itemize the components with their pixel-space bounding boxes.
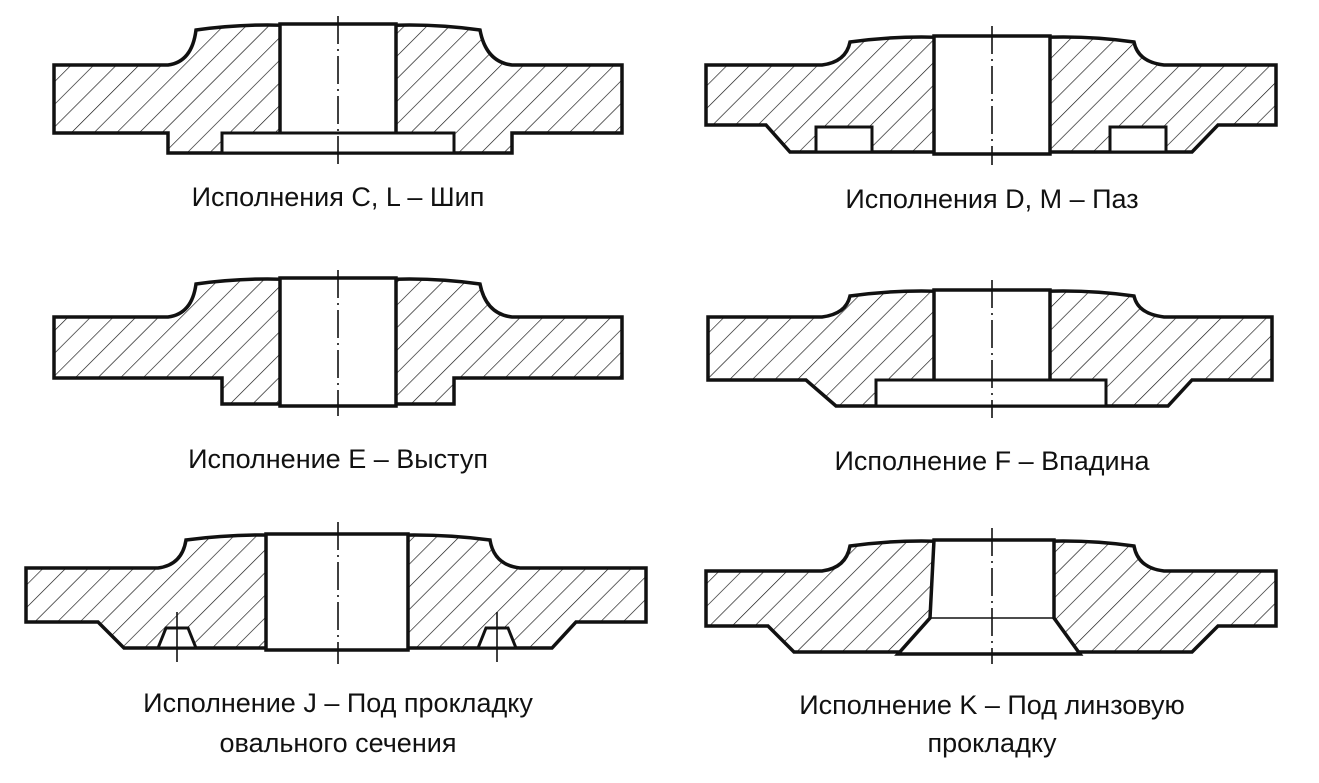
flange-section-groove <box>704 26 1278 165</box>
flange-bore-oval-ring <box>264 532 410 652</box>
caption-lens-line2: прокладку <box>928 728 1057 758</box>
flange-section-recess <box>706 280 1274 418</box>
flange-section-oval-ring <box>24 522 648 664</box>
caption-oval-ring-line2: овального сечения <box>220 728 457 758</box>
caption-groove: Исполнения D, M – Паз <box>845 184 1138 214</box>
flange-section-tongue <box>52 16 624 165</box>
groove-right <box>1108 125 1168 154</box>
caption-raised-face: Исполнение E – Выступ <box>188 444 488 474</box>
groove-left <box>814 125 874 154</box>
caption-recess: Исполнение F – Впадина <box>834 446 1150 476</box>
caption-tongue: Исполнения C, L – Шип <box>192 182 485 212</box>
recessed-face <box>874 378 1108 408</box>
flange-section-raised-face <box>52 270 624 416</box>
flange-section-lens <box>704 528 1278 664</box>
caption-lens-line1: Исполнение K – Под линзовую <box>799 690 1185 720</box>
caption-oval-ring-line1: Исполнение J – Под прокладку <box>143 688 533 718</box>
